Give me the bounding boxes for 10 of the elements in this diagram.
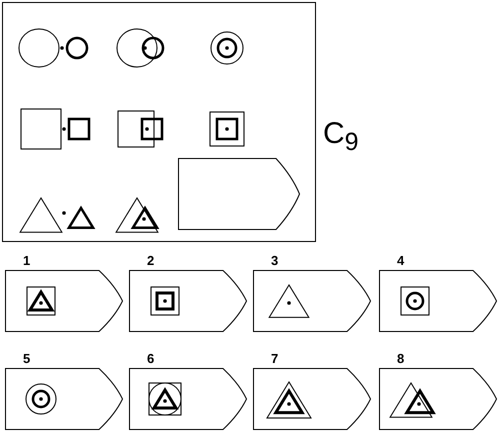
option-number: 2 [147,254,154,268]
option-number: 8 [397,352,404,366]
item-code: C$_{9}$ [323,118,359,158]
matrix-frame [2,2,316,242]
option-number: 4 [397,254,404,268]
option-number: 3 [271,254,278,268]
option-number: 7 [271,352,278,366]
option-number: 1 [23,254,30,268]
option-number: 6 [147,352,154,366]
option-number: 5 [23,352,30,366]
